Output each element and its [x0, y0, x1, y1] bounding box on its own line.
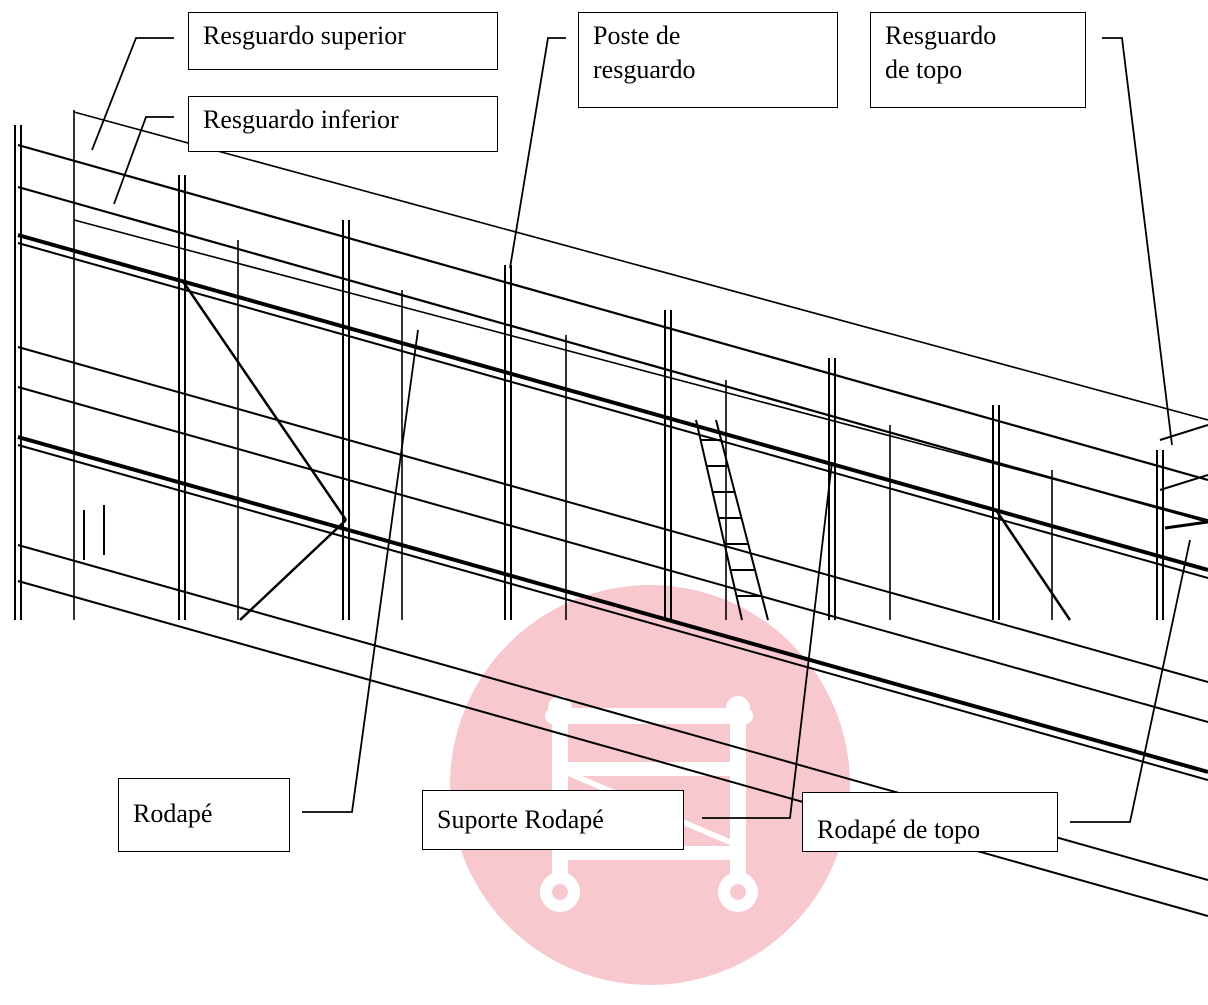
bottom-rail-2 [17, 580, 1208, 917]
end-toeboard [1164, 520, 1208, 530]
end-guardrail [1159, 424, 1208, 441]
top-guardrail [17, 143, 1208, 482]
label-resguardo-de-topo: Resguardo de topo [870, 12, 1086, 108]
rear-rail [73, 219, 1208, 521]
leader-poste-de-resguardo [509, 37, 566, 269]
ladder-rail [715, 419, 769, 621]
lower-deck-edge [17, 444, 1208, 781]
label-suporte-rodape: Suporte Rodapé [422, 790, 684, 850]
label-rodape-text: Rodapé [133, 799, 213, 828]
rear-rail [73, 111, 1208, 421]
lower-deck-front [17, 435, 1208, 774]
label-rodape: Rodapé [118, 778, 290, 852]
label-resguardo-inferior-text: Resguardo inferior [203, 105, 399, 134]
mid-rail-lower [17, 346, 1208, 683]
label-poste-de-resguardo: Poste de resguardo [578, 12, 838, 108]
leader-rodape [302, 329, 419, 813]
upper-deck-edge [17, 242, 1208, 579]
lower-guardrail [17, 386, 1208, 723]
leader-lines [91, 37, 1191, 823]
scaffold-structure [14, 110, 1208, 917]
mid-guardrail [17, 185, 1208, 524]
leader-resguardo-de-topo [1102, 37, 1173, 446]
diagonal-brace [239, 519, 347, 621]
label-resguardo-de-topo-text: Resguardo de topo [885, 21, 997, 84]
label-suporte-rodape-text: Suporte Rodapé [437, 805, 604, 834]
watermark-logo [450, 585, 850, 985]
label-poste-de-resguardo-text: Poste de resguardo [593, 21, 696, 84]
ladder-rail [695, 419, 743, 621]
label-resguardo-superior-text: Resguardo superior [203, 21, 406, 50]
leader-suporte-rodape [702, 461, 833, 819]
label-resguardo-superior: Resguardo superior [188, 12, 498, 70]
upper-deck-front [17, 233, 1208, 572]
label-rodape-de-topo: Rodapé de topo [802, 792, 1058, 852]
diagonal-brace [994, 509, 1072, 621]
label-resguardo-inferior: Resguardo inferior [188, 96, 498, 152]
diagonal-brace [180, 279, 348, 521]
leader-resguardo-inferior [113, 116, 174, 205]
leader-resguardo-superior [91, 37, 174, 151]
end-guardrail [1159, 474, 1208, 491]
label-rodape-de-topo-text: Rodapé de topo [817, 815, 981, 844]
leader-rodape-de-topo [1070, 539, 1191, 823]
